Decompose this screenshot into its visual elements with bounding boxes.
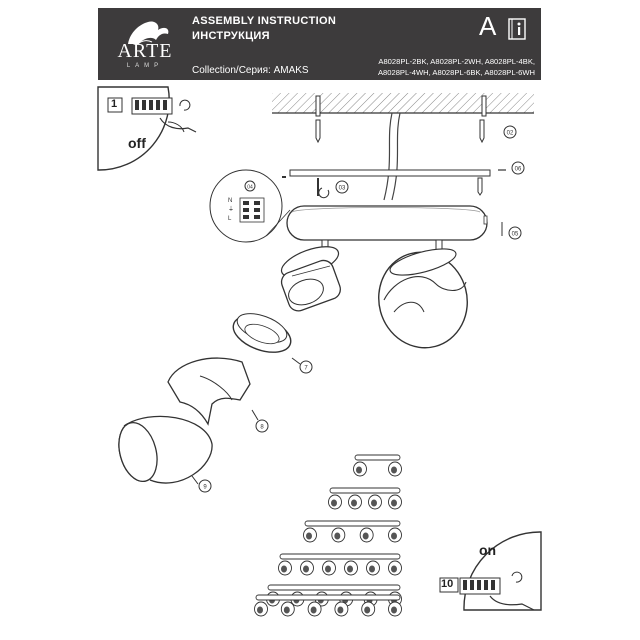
variant-spot-lens <box>331 499 337 507</box>
variant-spot-lens <box>303 565 309 573</box>
inner-shade <box>167 357 251 426</box>
variant-spot-lens <box>347 565 353 573</box>
variant-spot-lens <box>257 606 263 614</box>
title-russian: ИНСТРУКЦИЯ <box>192 30 270 42</box>
variant-spot-lens <box>356 466 362 474</box>
callout-7: 7 <box>304 366 308 372</box>
power-off-panel <box>97 86 197 171</box>
variant-spot-lens <box>369 565 375 573</box>
assembly-badge-letter: A <box>479 11 497 41</box>
variant-spot-lens <box>362 532 369 540</box>
power-on-label: on <box>479 542 497 558</box>
header-bar: ARTE LAMP ASSEMBLY INSTRUCTION ИНСТРУКЦИ… <box>98 8 541 80</box>
variant-bar <box>304 520 401 527</box>
power-off-label: off <box>128 135 146 151</box>
variant-list <box>254 454 402 617</box>
callout-04: 04 <box>247 185 253 191</box>
variant-spot-lens <box>334 532 341 540</box>
variant-spot-lens <box>306 532 312 540</box>
variant-spot-lens <box>391 606 397 614</box>
ceiling-anchors <box>315 95 487 144</box>
variant-bar <box>279 553 401 560</box>
brand-name: ARTE <box>117 40 173 62</box>
variant-spot-lens <box>391 499 397 507</box>
wire-code-l: L <box>228 216 232 222</box>
spot-assembled <box>378 248 468 349</box>
variant-spot-lens <box>391 466 397 474</box>
variant-bar <box>354 454 401 461</box>
variant-bar <box>267 584 401 591</box>
variant-bar <box>255 594 401 601</box>
variant-spot-lens <box>351 499 357 507</box>
variant-spot-lens <box>371 499 377 507</box>
wire-code-ground: ⏚ <box>228 206 234 213</box>
info-book-icon <box>508 18 526 40</box>
variant-spot-lens <box>281 565 287 573</box>
model-list: A8028PL-2BK, A8028PL-2WH, A8028PL-4BK, A… <box>335 56 535 78</box>
step-number-off: 1 <box>111 98 118 110</box>
callout-05: 05 <box>512 232 519 238</box>
spot-bracket <box>280 246 341 312</box>
callout-03: 03 <box>339 186 346 192</box>
variant-spot-lens <box>391 565 397 573</box>
variant-spot-lens <box>364 606 371 614</box>
wire-code-n: N <box>228 198 232 204</box>
variant-spot-lens <box>325 565 331 573</box>
brand-subtitle: LAMP <box>126 63 164 69</box>
variant-spot-lens <box>337 606 344 614</box>
variant-bar <box>329 487 401 494</box>
collection-label: Collection/Серия: AMAKS <box>192 65 309 76</box>
wiring-detail: 04 N ⏚ L <box>209 169 291 243</box>
title-english: ASSEMBLY INSTRUCTION <box>192 15 337 27</box>
power-on-panel <box>439 531 542 611</box>
variant-spot-lens <box>391 532 397 540</box>
callout-02: 02 <box>507 131 514 137</box>
model-line: A8028PL-2BK, A8028PL-2WH, A8028PL-4BK, <box>378 57 535 66</box>
variant-spot-lens <box>310 606 317 614</box>
canopy-body <box>286 205 488 255</box>
callout-06: 06 <box>515 167 522 173</box>
variant-spot-lens <box>283 606 290 614</box>
model-line: A8028PL-4WH, A8028PL-6BK, A8028PL-6WH <box>377 68 535 77</box>
ceiling <box>272 93 534 114</box>
outer-shade <box>118 415 213 484</box>
step-number-on: 10 <box>441 578 454 590</box>
mounting-bar: 06 <box>282 161 525 196</box>
callout-9: 9 <box>203 485 207 491</box>
lion-logo-icon <box>128 21 169 45</box>
callout-8: 8 <box>260 425 264 431</box>
lamp-module <box>232 313 292 353</box>
